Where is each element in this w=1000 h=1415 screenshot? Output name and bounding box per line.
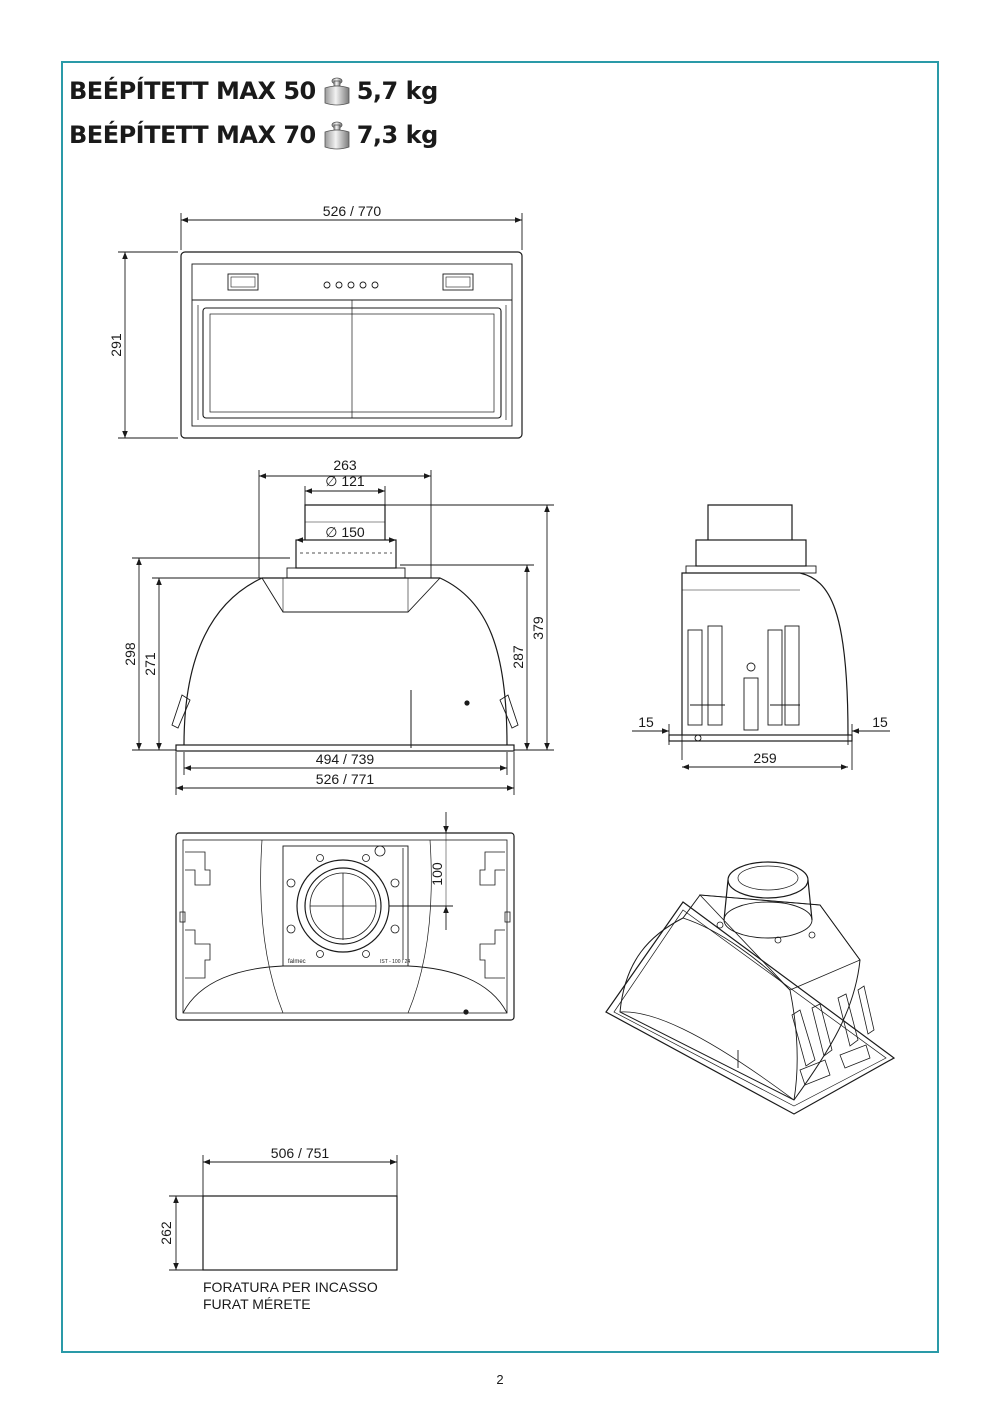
dim-offset: 100 [429, 862, 445, 886]
cutout-label-1: FORATURA PER INCASSO [203, 1279, 378, 1295]
title-line-1: BEÉPÍTETT MAX 50 5,7 kg [69, 74, 438, 108]
top-view [175, 832, 515, 1021]
cutout-view [202, 1195, 398, 1271]
top-dimensions [389, 812, 453, 930]
dim-right-margin: 15 [872, 714, 888, 730]
end-dimensions [632, 724, 890, 770]
dim-height-271: 271 [142, 652, 158, 676]
end-view [668, 504, 853, 742]
page-number: 2 [496, 1372, 504, 1387]
dim-outlet-outer: ∅ 150 [325, 524, 365, 540]
dim-height-379: 379 [530, 616, 546, 640]
weight-icon [324, 77, 350, 106]
title-line-2: BEÉPÍTETT MAX 70 7,3 kg [69, 118, 438, 152]
brand-mark: falmec [288, 959, 306, 965]
dim-front-width: 526 / 770 [323, 203, 382, 219]
front-dimensions [118, 213, 523, 439]
control-buttons [323, 281, 379, 289]
isometric-view [605, 861, 896, 1115]
dim-height-287: 287 [510, 645, 526, 669]
page-frame [61, 61, 939, 1353]
weight-value: 5,7 kg [356, 77, 439, 105]
model-name: BEÉPÍTETT MAX 50 [69, 77, 316, 105]
dim-width-outer: 526 / 771 [316, 771, 375, 787]
cutout-label-2: FURAT MÉRETE [203, 1296, 311, 1312]
dim-height-298: 298 [122, 642, 138, 666]
side-dimensions [132, 470, 554, 795]
dim-top-span: 263 [333, 457, 357, 473]
weight-icon [324, 121, 350, 150]
model-name: BEÉPÍTETT MAX 70 [69, 121, 316, 149]
dim-front-height: 291 [108, 333, 124, 357]
dim-cutout-height: 262 [158, 1221, 174, 1245]
label-code: IST - 100 / 24 [380, 959, 410, 965]
dim-outlet-inner: ∅ 121 [325, 473, 365, 489]
side-view [171, 504, 519, 752]
dim-cutout-width: 506 / 751 [271, 1145, 330, 1161]
dim-left-margin: 15 [638, 714, 654, 730]
front-view [180, 251, 523, 439]
dim-depth: 259 [753, 750, 777, 766]
weight-value: 7,3 kg [356, 121, 439, 149]
cutout-dimensions [169, 1155, 398, 1271]
dim-width-inner: 494 / 739 [316, 751, 375, 767]
